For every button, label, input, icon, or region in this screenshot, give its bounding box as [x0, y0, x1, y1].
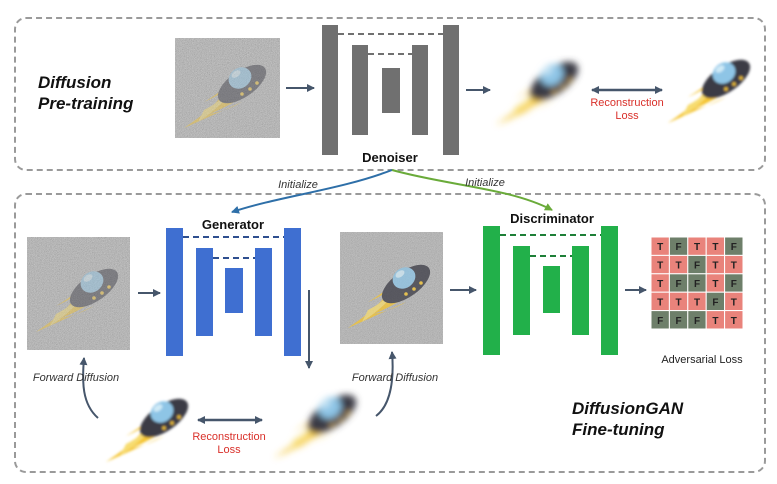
forward-diffusion-arrow-right [375, 351, 397, 417]
generator-network [166, 228, 301, 356]
generator-label: Generator [202, 217, 264, 232]
noisy-generated-image [340, 232, 443, 344]
recon-ft-line1: Reconstruction [192, 431, 266, 443]
noisy-input-image-finetuning [27, 237, 130, 350]
reconstruction-loss-label-finetuning: Reconstruction Loss [174, 431, 284, 457]
grid-cell-text-1-3: T [712, 261, 718, 272]
forward-diffusion-label-right: Forward Diffusion [352, 372, 438, 384]
grid-cell-text-3-1: T [676, 297, 682, 308]
discriminator-network [483, 226, 618, 355]
denoiser-label: Denoiser [362, 150, 418, 165]
grid-cell-text-1-4: T [731, 261, 737, 272]
denoiser-network [322, 25, 459, 155]
reconstruction-loss-label-pretraining: Reconstruction Loss [572, 97, 682, 123]
grid-cell-text-4-1: F [676, 316, 682, 327]
grid-cell-text-0-3: T [712, 242, 718, 253]
grid-cell-text-3-2: T [694, 297, 700, 308]
grid-cell-text-4-3: T [712, 316, 718, 327]
recon-ft-line2: Loss [217, 444, 241, 456]
grid-cell-text-0-0: T [657, 242, 663, 253]
adversarial-loss-label: Adversarial Loss [661, 354, 743, 366]
grid-cell-text-3-4: T [731, 297, 737, 308]
grid-cell-text-2-1: F [676, 279, 682, 290]
grid-cell-4-4 [724, 310, 744, 330]
finetuning-title: DiffusionGAN Fine-tuning [572, 398, 683, 440]
finetuning-title-line1: DiffusionGAN [572, 399, 684, 418]
blurry-ufo-finetuning [274, 387, 363, 458]
initialize-arrow-generator [231, 169, 393, 214]
grid-cell-text-2-3: T [712, 279, 718, 290]
discriminator-label: Discriminator [510, 211, 594, 226]
initialize-label-right: Initialize [465, 177, 505, 189]
grid-cell-text-0-4: F [731, 242, 737, 253]
grid-cell-text-2-2: F [694, 279, 700, 290]
recon-pre-line1: Reconstruction [590, 97, 664, 109]
initialize-arrow-discriminator [391, 169, 553, 211]
grid-cell-text-0-1: F [676, 242, 682, 253]
recon-pre-line2: Loss [615, 110, 639, 122]
forward-diffusion-label-left: Forward Diffusion [33, 372, 119, 384]
grid-cell-text-0-2: T [694, 242, 700, 253]
finetuning-panel [14, 193, 766, 473]
grid-cell-text-4-0: F [657, 316, 663, 327]
grid-cell-text-1-2: F [694, 261, 700, 272]
grid-cell-text-1-0: T [657, 261, 663, 272]
grid-cell-text-3-3: F [712, 297, 718, 308]
pretraining-title: Diffusion Pre-training [38, 72, 133, 114]
initialize-label-left: Initialize [278, 179, 318, 191]
pretraining-title-line2: Pre-training [38, 94, 134, 113]
forward-diffusion-arrow-left [79, 357, 99, 419]
grid-cell-text-2-4: F [731, 279, 737, 290]
grid-cell-text-2-0: T [657, 279, 663, 290]
grid-cell-text-4-4: T [731, 316, 737, 327]
grid-cell-text-4-2: F [694, 316, 700, 327]
noisy-input-image-pretraining [175, 38, 280, 138]
grid-cell-text-3-0: T [657, 297, 663, 308]
pretraining-title-line1: Diffusion [38, 73, 112, 92]
finetuning-title-line2: Fine-tuning [572, 420, 665, 439]
grid-cell-text-1-1: T [676, 261, 682, 272]
